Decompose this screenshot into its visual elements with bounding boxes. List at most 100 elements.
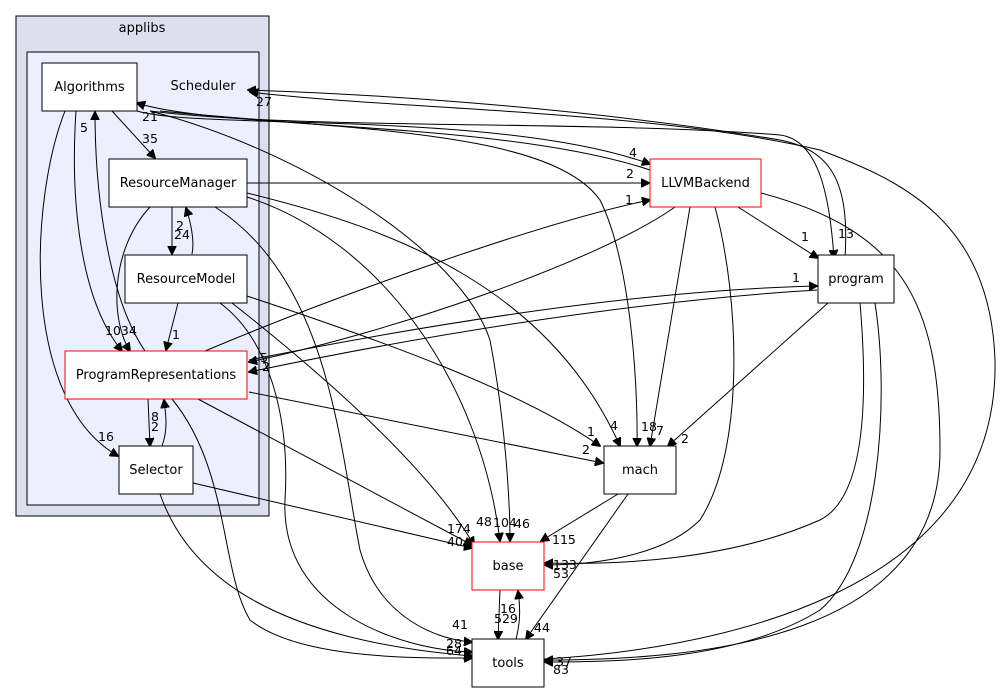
edge-label: 1: [587, 424, 595, 439]
node-resourcemodel[interactable]: ResourceModel: [124, 254, 248, 304]
edge-programrepresentations-selector: [148, 398, 150, 446]
node-mach-label: mach: [622, 463, 658, 478]
edge-label: 46: [514, 516, 530, 531]
node-program[interactable]: program: [817, 254, 895, 304]
node-llvmbackend-label: LLVMBackend: [661, 176, 750, 191]
edge-programrepresentations-algorithms: [95, 112, 146, 352]
edge-algorithms-selector: [39, 110, 118, 456]
edge-program-programrepresentations: [249, 289, 818, 372]
edge-program-tools: [545, 302, 882, 662]
node-tools[interactable]: tools: [471, 638, 545, 688]
edge-resourcemodel-mach: [246, 295, 600, 446]
edge-label: 8: [151, 409, 159, 424]
edge-programrepresentations-program: [248, 286, 817, 361]
edge-programrepresentations-mach: [248, 391, 603, 463]
node-tools-box: [471, 638, 545, 688]
edge-label: 24: [174, 227, 190, 242]
edge-label: 104: [493, 515, 517, 530]
edge-label: 16: [500, 601, 516, 616]
node-program-label: program: [828, 272, 884, 287]
edge-label: 4: [610, 418, 618, 433]
edge-llvmbackend-base: [545, 206, 735, 565]
edge-mach-tools: [526, 493, 629, 639]
edge-selector-tools: [159, 493, 472, 656]
node-base-label: base: [493, 559, 524, 574]
edge-base-tools: [498, 589, 500, 639]
node-algorithms[interactable]: Algorithms: [41, 62, 138, 112]
edge-label: 35: [142, 131, 158, 146]
edge-resourcemodel-base: [231, 302, 474, 545]
edge-label: 40: [447, 534, 463, 549]
edge-algorithms-programrepresentations: [73, 110, 122, 351]
edge-label: 41: [452, 617, 468, 632]
edge-label: 64: [446, 643, 462, 658]
node-llvmbackend[interactable]: LLVMBackend: [649, 158, 762, 208]
edge-label: 133: [553, 557, 577, 572]
edges: [39, 90, 996, 662]
node-resourcemodel-label: ResourceModel: [137, 272, 236, 287]
node-selector-box: [118, 445, 194, 495]
node-programrepresentations-box: [64, 350, 248, 400]
edge-algorithms-base: [149, 110, 510, 541]
edge-label: 1: [792, 270, 800, 285]
cluster-scheduler-title: Scheduler: [170, 79, 236, 94]
edge-label: 21: [142, 109, 158, 124]
edge-label: 83: [553, 662, 569, 677]
node-algorithms-box: [41, 62, 138, 112]
edge-label: 28: [446, 636, 462, 651]
edge-program-scheduler: [248, 90, 847, 259]
edge-label: 4: [129, 323, 137, 338]
edge-label: 37: [556, 654, 572, 669]
edge-selector-programrepresentations: [162, 400, 166, 447]
edge-resourcemanager-mach: [246, 192, 620, 446]
node-base-box: [471, 541, 545, 591]
node-mach[interactable]: mach: [603, 445, 677, 495]
edge-tools-base: [516, 591, 520, 640]
node-resourcemanager-label: ResourceManager: [120, 176, 237, 191]
edge-resourcemanager-programrepresentations: [116, 206, 151, 351]
node-resourcemodel-box: [124, 254, 248, 304]
edge-resourcemodel-resourcemanager: [186, 208, 194, 255]
cluster-applibs-title: applibs: [119, 21, 166, 36]
edge-llvmbackend-algorithms: [137, 103, 651, 171]
edge-label: 2: [582, 442, 590, 457]
edge-llvmbackend-tools: [545, 192, 941, 660]
node-selector-label: Selector: [129, 463, 183, 478]
edge-algorithms-resourcemanager: [111, 110, 155, 158]
edge-programrepresentations-tools: [171, 398, 472, 658]
edge-programrepresentations-llvmbackend: [204, 200, 650, 352]
edge-llvmbackend-program: [737, 206, 818, 258]
node-base[interactable]: base: [471, 541, 545, 591]
node-program-box: [817, 254, 895, 304]
edge-algorithms-llvmbackend: [136, 110, 650, 164]
edge-label: 115: [552, 532, 576, 547]
node-programrepresentations-label: ProgramRepresentations: [76, 368, 237, 383]
edge-mach-base: [541, 493, 619, 541]
edge-label: 2: [176, 218, 184, 233]
node-llvmbackend-box: [649, 158, 762, 208]
edge-programrepresentations-base: [197, 398, 472, 545]
edge-label: 48: [476, 514, 492, 529]
edge-label: 2: [151, 419, 159, 434]
edge-label: 103: [105, 323, 129, 338]
edge-label: 18: [641, 419, 657, 434]
node-resourcemanager[interactable]: ResourceManager: [108, 158, 248, 208]
node-programrepresentations[interactable]: ProgramRepresentations: [64, 350, 248, 400]
edge-label: 1: [172, 327, 180, 342]
edge-labels: 27 21 5 35 4 2 2 24 1 1 13 1 103 4 1 5 2…: [80, 94, 854, 677]
edge-label: 53: [553, 566, 569, 581]
edge-label: 1: [625, 192, 633, 207]
edge-label: 5: [260, 350, 268, 365]
node-selector[interactable]: Selector: [118, 445, 194, 495]
edge-resourcemanager-base: [246, 196, 500, 541]
edge-llvmbackend-mach: [650, 206, 691, 446]
edge-label: 2: [681, 431, 689, 446]
edge-label: 529: [494, 611, 518, 626]
edge-label: 13: [838, 226, 854, 241]
edge-llvmbackend-programrepresentations: [249, 206, 676, 362]
edge-selector-base: [192, 482, 472, 548]
edge-label: 16: [98, 429, 114, 444]
edge-algorithms-program: [149, 110, 834, 258]
edge-label: 44: [534, 620, 550, 635]
